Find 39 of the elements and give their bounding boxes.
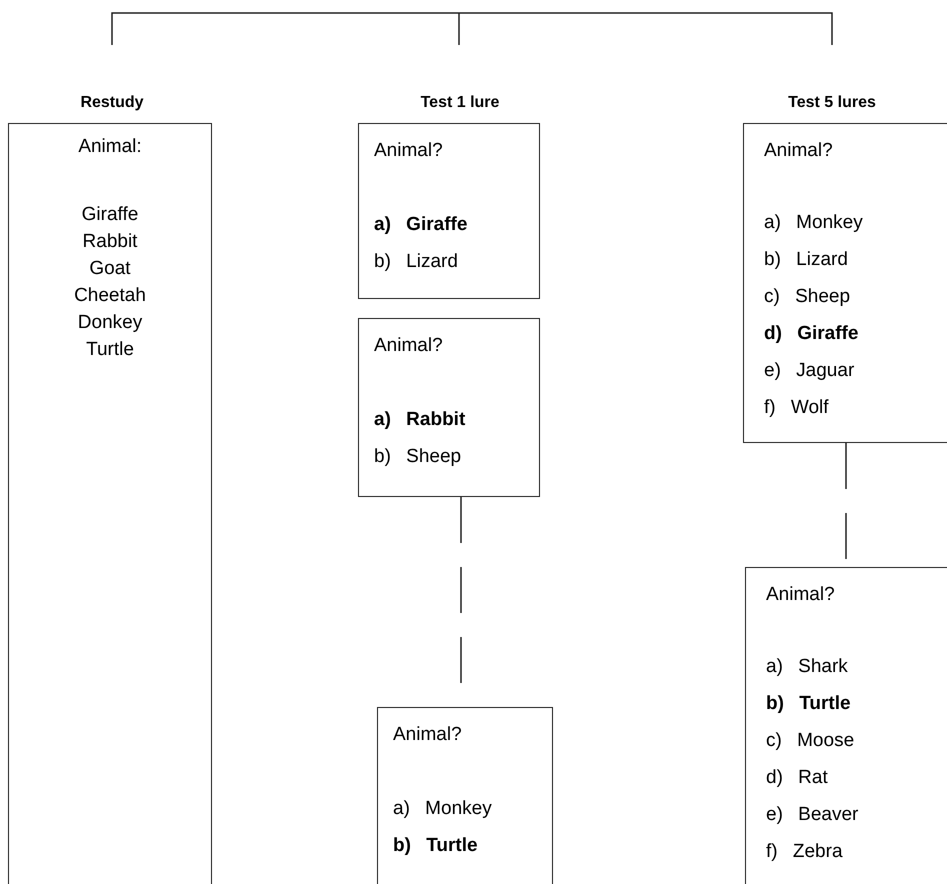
column-heading: Test 5 lures — [788, 94, 876, 112]
question-prompt: Animal? — [374, 335, 443, 357]
question-prompt: Animal? — [764, 140, 833, 162]
list-item: Turtle — [86, 339, 134, 361]
list-item: Donkey — [78, 312, 142, 334]
question-prompt: Animal? — [374, 140, 443, 162]
answer-option: c) Moose — [766, 730, 854, 752]
answer-option: b) Lizard — [764, 249, 848, 271]
question-prompt: Animal? — [766, 584, 835, 606]
question-card — [8, 123, 212, 884]
question-card — [377, 707, 553, 884]
answer-option: b) Lizard — [374, 251, 458, 273]
answer-option: a) Rabbit — [374, 409, 466, 431]
answer-option: e) Jaguar — [764, 360, 854, 382]
answer-option: c) Sheep — [764, 286, 850, 308]
column-heading: Restudy — [80, 94, 144, 112]
question-card — [745, 567, 947, 884]
list-item: Giraffe — [82, 204, 138, 226]
answer-option: a) Monkey — [393, 798, 492, 820]
answer-option: f) Wolf — [764, 397, 829, 419]
answer-option: b) Sheep — [374, 446, 462, 468]
answer-option: b) Turtle — [766, 693, 851, 715]
list-item: Cheetah — [74, 285, 146, 307]
question-prompt: Animal: — [78, 136, 142, 158]
answer-option: a) Giraffe — [374, 214, 468, 236]
list-item: Goat — [89, 258, 131, 280]
question-prompt: Animal? — [393, 724, 462, 746]
list-item: Rabbit — [82, 231, 138, 253]
column-heading: Test 1 lure — [420, 94, 500, 112]
answer-option: f) Zebra — [766, 841, 843, 863]
answer-option: e) Beaver — [766, 804, 858, 826]
answer-option: b) Turtle — [393, 835, 478, 857]
answer-option: d) Rat — [766, 767, 828, 789]
question-card — [358, 318, 540, 497]
answer-option: a) Monkey — [764, 212, 863, 234]
question-card — [358, 123, 540, 299]
answer-option: a) Shark — [766, 656, 848, 678]
answer-option: d) Giraffe — [764, 323, 858, 345]
question-card — [743, 123, 947, 443]
